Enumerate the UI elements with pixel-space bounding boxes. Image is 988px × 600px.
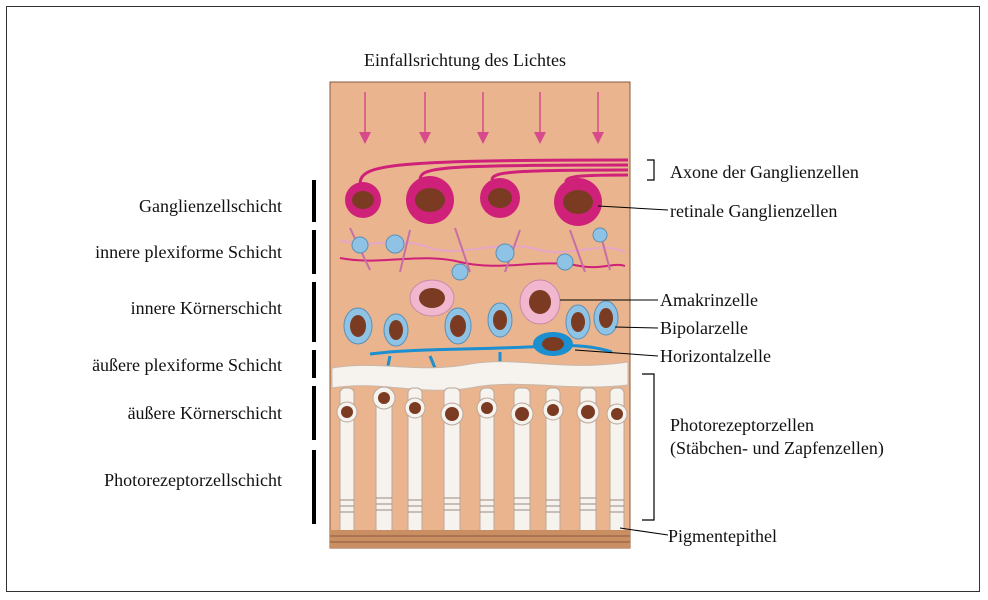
photoreceptors <box>337 387 627 538</box>
axone-bracket <box>647 160 654 180</box>
horizontal-cell-nucleus <box>542 337 564 351</box>
photoreceptor-bracket <box>642 374 654 520</box>
outer-plexiform-band <box>332 362 628 391</box>
pigment-epithelium <box>330 530 630 548</box>
